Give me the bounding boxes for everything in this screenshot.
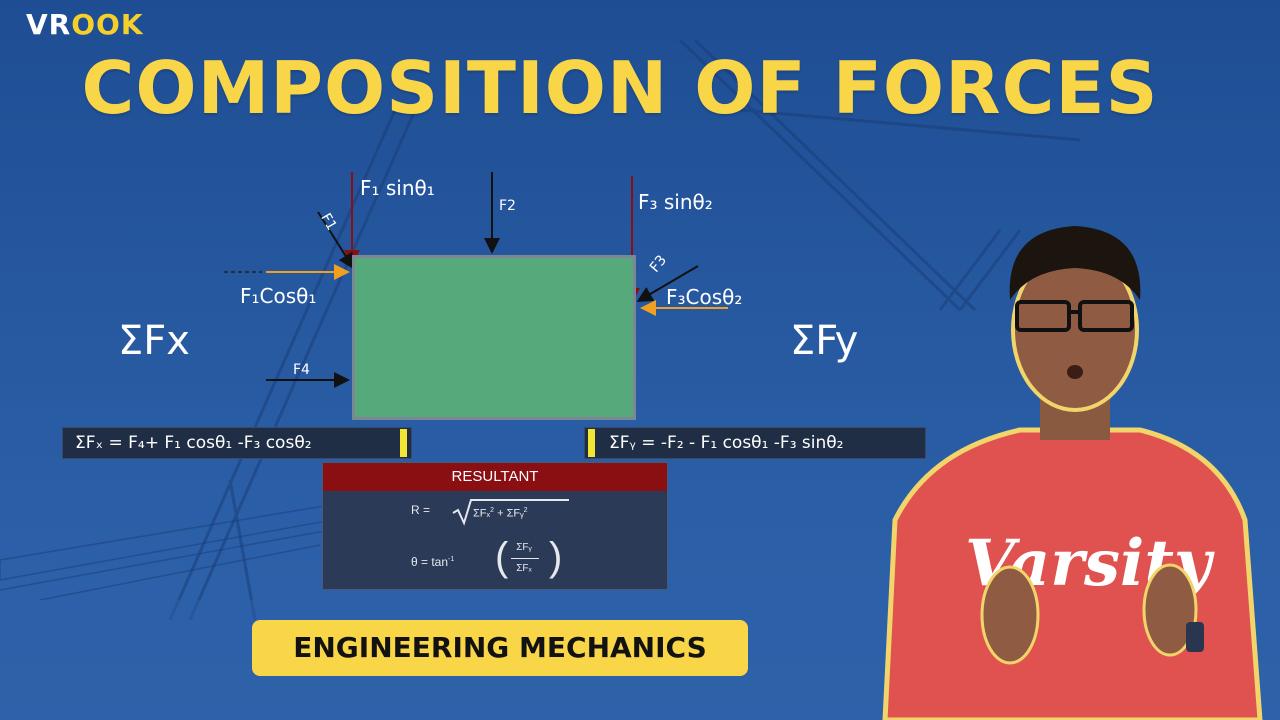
theta-inverse: -1 [448, 556, 455, 563]
r-term-fx: ΣFₓ [473, 507, 491, 520]
label-f1-cos: F₁Cosθ₁ [240, 284, 317, 308]
theta-label-text: θ = tan [411, 555, 449, 569]
resultant-r-expression: ΣFₓ2 + ΣFᵧ2 [473, 507, 528, 520]
label-f3-cos: F₃Cosθ₂ [666, 285, 743, 309]
left-paren-icon: ( [495, 535, 509, 579]
label-sum-fx: ΣFx [118, 318, 190, 364]
resultant-theta-label: θ = tan-1 [411, 555, 454, 569]
frac-denominator: ΣFₓ [516, 563, 532, 574]
right-paren-icon: ) [549, 535, 563, 579]
label-f2: F2 [499, 198, 516, 214]
equation-marker-left [400, 429, 407, 457]
equation-fy-text: ΣFᵧ = -F₂ - F₁ cosθ₁ -F₃ sinθ₂ [609, 433, 844, 453]
page-title: COMPOSITION OF FORCES [81, 46, 1159, 130]
resultant-heading: RESULTANT [323, 463, 667, 491]
r-term-fy: + ΣFᵧ [497, 507, 524, 520]
equation-fx-text: ΣFₓ = F₄+ F₁ cosθ₁ -F₃ cosθ₂ [75, 433, 312, 453]
label-sum-fy: ΣFy [790, 318, 859, 364]
resultant-r-label: R = [411, 503, 431, 517]
brand-logo[interactable]: VROOK [26, 8, 144, 41]
subtitle-badge: ENGINEERING MECHANICS [252, 620, 748, 676]
resultant-panel: RESULTANT R = ΣFₓ2 + ΣFᵧ2 θ = tan-1 ( ΣF… [322, 462, 668, 590]
r-term-fx-sq: 2 [490, 507, 495, 514]
label-f1-sin: F₁ sinθ₁ [360, 176, 435, 200]
equation-sum-fx: ΣFₓ = F₄+ F₁ cosθ₁ -F₃ cosθ₂ [62, 427, 412, 459]
frac-numerator: ΣFᵧ [516, 542, 532, 553]
logo-text-ook: OOK [71, 8, 144, 41]
label-f3-sin: F₃ sinθ₂ [638, 190, 713, 214]
equation-sum-fy: ΣFᵧ = -F₂ - F₁ cosθ₁ -F₃ sinθ₂ [584, 427, 926, 459]
label-f4: F4 [293, 362, 310, 378]
fraction-bar [511, 558, 539, 559]
body-block [352, 255, 636, 420]
r-term-fy-sq: 2 [523, 507, 528, 514]
sqrt-icon [452, 499, 569, 526]
equation-marker-right [588, 429, 595, 457]
logo-text-vr: VR [26, 8, 72, 41]
